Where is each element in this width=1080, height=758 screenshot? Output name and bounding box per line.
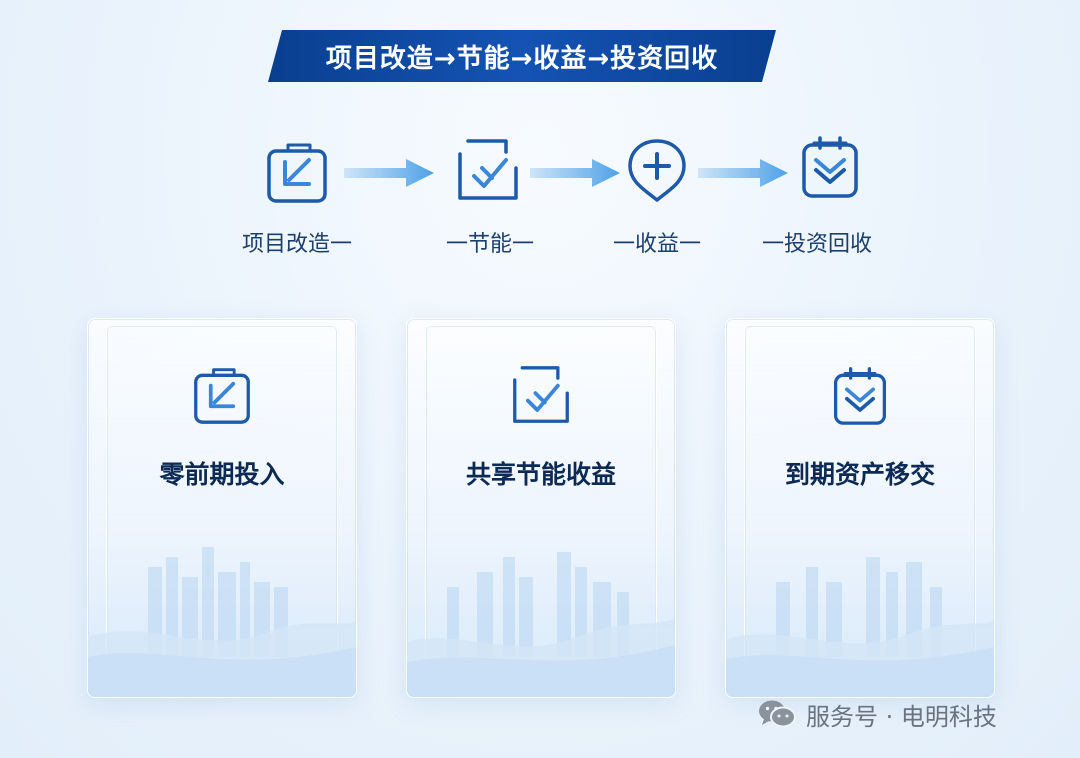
title-banner: 项目改造→节能→收益→投资回收: [268, 30, 776, 82]
flow-arrow-2: [530, 159, 620, 187]
flow-step-label-3: 一收益一: [612, 232, 701, 257]
feature-card-2: 共享节能收益: [406, 318, 676, 698]
banner-title: 项目改造→节能→收益→投资回收: [325, 43, 719, 74]
feature-card-3: 到期资产移交: [725, 318, 995, 698]
checkbox-clipboard-icon: [194, 368, 250, 424]
plus-pin-icon: [628, 139, 686, 202]
card-title: 零前期投入: [159, 460, 285, 489]
flow-arrow-3: [698, 159, 788, 187]
flow-arrow-1: [344, 159, 434, 187]
flow-step-label-4: 一投资回收: [761, 232, 872, 257]
city-skyline-illustration: [88, 547, 356, 697]
check-frame-icon: [458, 139, 518, 200]
feature-card-1: 零前期投入: [87, 318, 357, 698]
footer-watermark: 服务号 · 电明科技: [758, 696, 997, 732]
chevron-clipboard-icon: [802, 136, 858, 198]
chevron-clipboard-icon: [833, 367, 887, 425]
card-title: 共享节能收益: [465, 460, 616, 489]
check-frame-icon: [513, 366, 569, 423]
footer-text: 服务号 · 电明科技: [806, 702, 997, 731]
checkbox-clipboard-icon: [267, 143, 327, 203]
wechat-icon: [759, 700, 796, 728]
card-title: 到期资产移交: [784, 460, 935, 489]
flow-step-label-2: 一节能一: [445, 232, 534, 257]
city-skyline-illustration: [726, 557, 994, 697]
city-skyline-illustration: [407, 552, 675, 697]
flow-step-label-1: 项目改造一: [241, 232, 352, 257]
